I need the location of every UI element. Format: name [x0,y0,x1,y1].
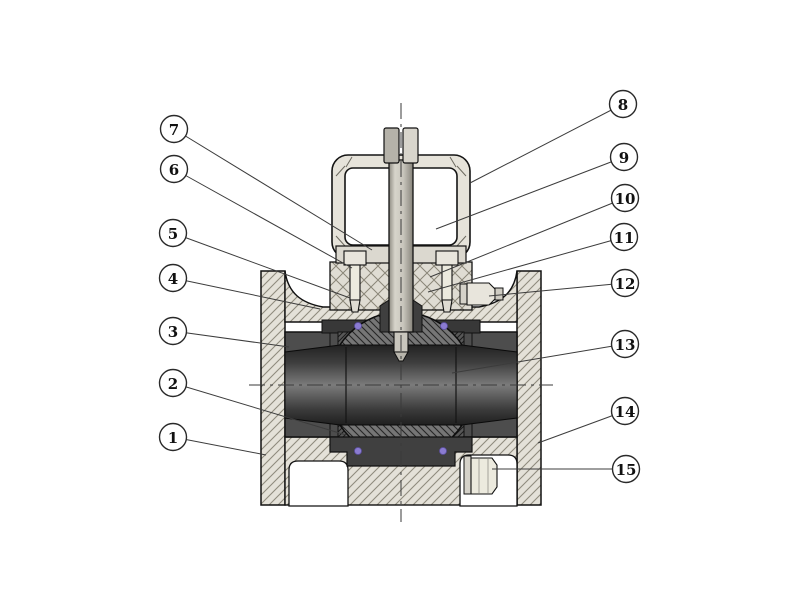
leader-line-8 [469,103,624,184]
callout-balloon-4 [158,263,188,293]
leader-line-12 [488,282,626,297]
callout-balloon-13 [610,329,640,359]
callout-balloon-3 [158,316,188,346]
callout-number-6: 6 [169,161,179,179]
callout-number-1: 1 [168,429,178,447]
callout-8: 8 [469,89,638,184]
leader-line-14 [537,410,626,444]
gland-bolt-right [435,250,459,313]
callout-number-5: 5 [168,225,178,243]
leader-line-2 [172,382,347,436]
leader-line-6 [173,168,353,269]
callout-balloon-2 [158,368,188,398]
handle-hatch-ticks [335,156,467,247]
callout-15: 15 [492,454,641,484]
leader-line-11 [427,236,625,293]
callout-number-4: 4 [168,270,178,288]
callout-number-11: 11 [614,229,635,247]
callout-number-9: 9 [619,149,629,167]
callout-10: 10 [429,183,640,278]
callout-number-13: 13 [615,336,636,354]
callout-6: 6 [159,154,353,269]
callout-3: 3 [158,316,290,348]
callout-number-2: 2 [168,375,178,393]
callout-number-12: 12 [615,275,636,293]
callout-balloon-5 [158,218,188,248]
stem-seal-right [412,299,423,333]
left-flange [260,270,286,506]
callout-12: 12 [488,268,640,298]
callout-1: 1 [158,422,267,456]
callout-balloon-12 [610,268,640,298]
leader-line-13 [451,343,626,374]
callout-14: 14 [537,396,640,444]
callout-balloon-7 [159,114,189,144]
leader-line-4 [172,277,321,310]
leader-line-10 [429,197,626,278]
callout-balloon-11 [609,222,639,252]
callout-13: 13 [451,329,640,374]
callout-balloon-14 [610,396,640,426]
callout-4: 4 [158,263,321,310]
callout-number-15: 15 [616,461,637,479]
callout-number-10: 10 [615,190,636,208]
bottom-arch-left [288,460,349,507]
leader-line-1 [172,436,267,456]
callout-balloon-8 [608,89,638,119]
callout-number-3: 3 [168,323,178,341]
callout-number-8: 8 [618,96,628,114]
callout-balloon-15 [611,454,641,484]
callout-7: 7 [159,114,373,251]
callout-11: 11 [427,222,639,293]
callout-balloon-6 [159,154,189,184]
drain-plug [463,455,498,495]
leader-line-7 [173,128,373,251]
leader-line-9 [435,156,625,230]
stem-seal-left [379,299,390,333]
callout-5: 5 [158,218,351,299]
o-rings [354,322,448,455]
callout-number-7: 7 [169,121,179,139]
stem-head-block [383,127,419,164]
leader-line-3 [172,330,290,348]
callout-balloon-10 [610,183,640,213]
leader-line-5 [172,232,351,299]
callout-2: 2 [158,368,347,436]
callout-number-14: 14 [615,403,636,421]
callout-balloon-9 [609,142,639,172]
right-flange [516,270,542,506]
callout-9: 9 [435,142,639,230]
gland-bolt-left [343,250,367,313]
callout-balloon-1 [158,422,188,452]
side-body-bolt [459,282,504,306]
